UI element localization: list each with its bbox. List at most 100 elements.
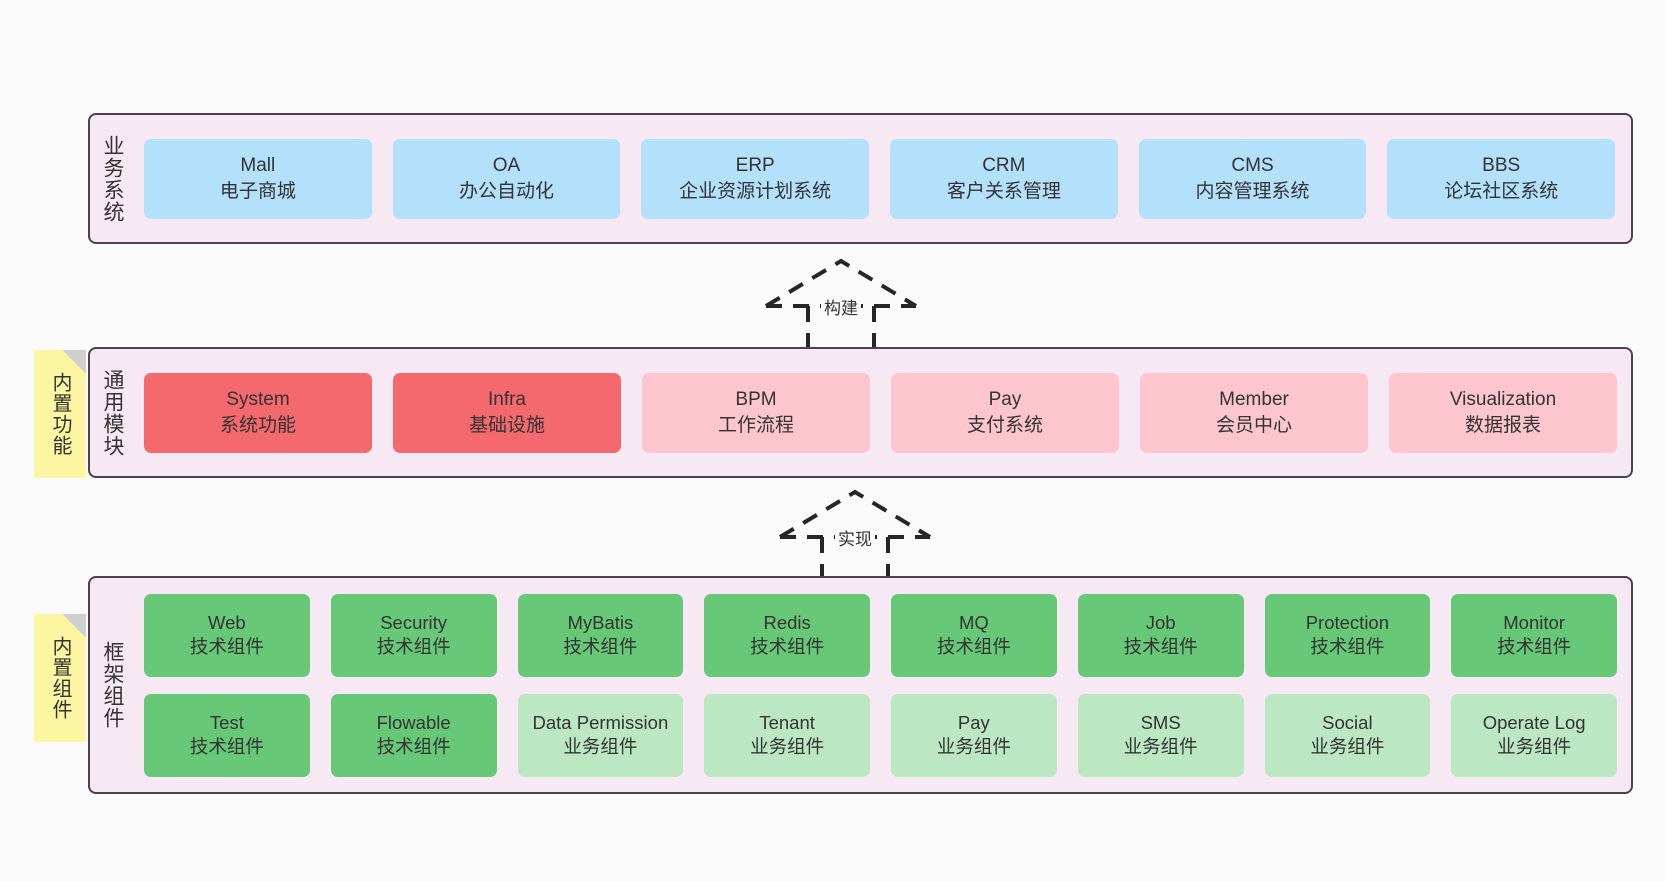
card-title: Member [1219, 389, 1289, 411]
card-subtitle: 技术组件 [936, 636, 1011, 657]
note-text: 内置组件 [49, 636, 71, 720]
common-modules-row: System 系统功能 Infra 基础设施 BPM 工作流程 Pay 支付系统… [144, 372, 1617, 453]
card-title: ERP [735, 155, 775, 177]
card-title: Monitor [1503, 611, 1565, 633]
module-card-infra[interactable]: Infra 基础设施 [393, 372, 621, 453]
framework-card-mybatis[interactable]: MyBatis 技术组件 [517, 593, 684, 677]
card-title: Web [208, 611, 246, 633]
card-subtitle: 技术组件 [189, 736, 264, 757]
card-subtitle: 系统功能 [219, 414, 296, 436]
card-subtitle: 电子商城 [219, 180, 296, 202]
framework-card-security[interactable]: Security 技术组件 [330, 593, 497, 677]
card-subtitle: 技术组件 [1497, 636, 1572, 657]
card-subtitle: 技术组件 [1310, 636, 1385, 657]
card-subtitle: 内容管理系统 [1195, 180, 1310, 202]
module-card-visualization[interactable]: Visualization 数据报表 [1389, 372, 1617, 453]
layer-business-systems: 业务系统 Mall 电子商城 OA 办公自动化 ERP 企业资源计划系统 CRM… [88, 113, 1633, 244]
framework-card-operate-log[interactable]: Operate Log 业务组件 [1451, 693, 1617, 777]
framework-card-data-permission[interactable]: Data Permission 业务组件 [517, 693, 684, 777]
layer-body-business: Mall 电子商城 OA 办公自动化 ERP 企业资源计划系统 CRM 客户关系… [134, 115, 1631, 242]
card-title: SMS [1140, 711, 1181, 733]
layer-framework-components: 框架组件 Web 技术组件 Security 技术组件 MyBatis 技术组件… [88, 576, 1633, 794]
business-card-mall[interactable]: Mall 电子商城 [144, 138, 372, 219]
card-subtitle: 业务组件 [1310, 736, 1385, 757]
connector-implement: 实现 [770, 487, 940, 582]
connector-implement-label: 实现 [835, 525, 875, 550]
framework-row-business: Test 技术组件 Flowable 技术组件 Data Permission … [144, 693, 1617, 777]
card-title: MyBatis [567, 611, 634, 633]
module-card-member[interactable]: Member 会员中心 [1140, 372, 1368, 453]
layer-title-modules: 通用模块 [100, 368, 124, 457]
framework-row-technical: Web 技术组件 Security 技术组件 MyBatis 技术组件 Redi… [144, 593, 1617, 677]
card-title: Protection [1305, 611, 1390, 633]
card-title: System [226, 389, 290, 411]
card-title: Security [380, 611, 448, 633]
business-card-crm[interactable]: CRM 客户关系管理 [890, 138, 1118, 219]
framework-card-job[interactable]: Job 技术组件 [1077, 593, 1244, 677]
card-title: Pay [957, 711, 990, 733]
framework-card-redis[interactable]: Redis 技术组件 [704, 593, 870, 677]
card-subtitle: 论坛社区系统 [1444, 180, 1559, 202]
framework-card-monitor[interactable]: Monitor 技术组件 [1451, 593, 1617, 677]
card-title: Operate Log [1482, 711, 1586, 733]
layer-title-business: 业务系统 [100, 134, 124, 223]
connector-build-label: 构建 [821, 294, 861, 319]
card-subtitle: 数据报表 [1464, 414, 1541, 436]
card-subtitle: 技术组件 [1123, 636, 1198, 657]
note-builtin-function: 内置功能 [34, 350, 86, 478]
card-title: Redis [763, 611, 811, 633]
framework-card-pay[interactable]: Pay 业务组件 [891, 693, 1057, 777]
card-title: BPM [735, 389, 777, 411]
card-subtitle: 技术组件 [189, 636, 264, 657]
connector-build: 构建 [756, 256, 926, 351]
card-title: Pay [988, 389, 1022, 411]
framework-card-mq[interactable]: MQ 技术组件 [891, 593, 1057, 677]
generalization-arrow-icon [764, 258, 918, 349]
card-subtitle: 技术组件 [563, 636, 638, 657]
card-subtitle: 工作流程 [717, 414, 794, 436]
module-card-pay[interactable]: Pay 支付系统 [891, 372, 1119, 453]
card-title: Visualization [1449, 389, 1557, 411]
business-card-cms[interactable]: CMS 内容管理系统 [1138, 138, 1367, 219]
card-subtitle: 技术组件 [750, 636, 825, 657]
layer-body-framework: Web 技术组件 Security 技术组件 MyBatis 技术组件 Redi… [134, 578, 1631, 792]
card-title: OA [492, 155, 521, 177]
framework-card-test[interactable]: Test 技术组件 [144, 693, 310, 777]
module-card-system[interactable]: System 系统功能 [144, 372, 372, 453]
business-systems-row: Mall 电子商城 OA 办公自动化 ERP 企业资源计划系统 CRM 客户关系… [144, 138, 1616, 219]
layer-body-modules: System 系统功能 Infra 基础设施 BPM 工作流程 Pay 支付系统… [134, 349, 1631, 476]
card-subtitle: 业务组件 [563, 736, 638, 757]
framework-card-flowable[interactable]: Flowable 技术组件 [330, 693, 497, 777]
card-title: BBS [1482, 155, 1521, 177]
framework-card-social[interactable]: Social 业务组件 [1264, 693, 1431, 777]
business-card-oa[interactable]: OA 办公自动化 [392, 138, 621, 219]
note-builtin-component: 内置组件 [34, 614, 86, 742]
framework-card-tenant[interactable]: Tenant 业务组件 [704, 693, 870, 777]
card-title: Test [209, 711, 244, 733]
business-card-erp[interactable]: ERP 企业资源计划系统 [641, 138, 870, 219]
card-subtitle: 技术组件 [376, 636, 451, 657]
card-title: Social [1322, 711, 1373, 733]
card-subtitle: 技术组件 [376, 736, 451, 757]
card-subtitle: 业务组件 [1123, 736, 1198, 757]
card-title: Infra [487, 389, 527, 411]
framework-card-web[interactable]: Web 技术组件 [144, 593, 310, 677]
business-card-bbs[interactable]: BBS 论坛社区系统 [1387, 138, 1616, 219]
card-title: Mall [240, 155, 276, 177]
card-title: MQ [958, 611, 989, 633]
module-card-bpm[interactable]: BPM 工作流程 [642, 372, 870, 453]
card-subtitle: 业务组件 [1497, 736, 1572, 757]
card-title: Flowable [376, 711, 451, 733]
card-title: CMS [1231, 155, 1274, 177]
card-subtitle: 客户关系管理 [946, 180, 1061, 202]
card-title: Data Permission [532, 711, 669, 733]
card-subtitle: 办公自动化 [459, 180, 555, 202]
note-text: 内置功能 [49, 372, 71, 456]
card-subtitle: 基础设施 [468, 414, 545, 436]
framework-card-protection[interactable]: Protection 技术组件 [1264, 593, 1431, 677]
framework-card-sms[interactable]: SMS 业务组件 [1077, 693, 1244, 777]
card-subtitle: 业务组件 [936, 736, 1011, 757]
generalization-arrow-icon [778, 489, 932, 580]
card-title: CRM [982, 155, 1026, 177]
